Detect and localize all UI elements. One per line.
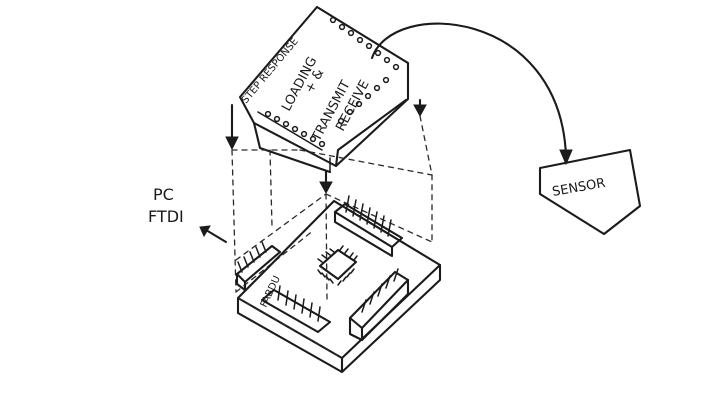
- shield-underside: [257, 111, 331, 173]
- ftdi-arrow: [204, 228, 228, 244]
- header-right: [348, 268, 410, 342]
- microchip: [317, 245, 358, 286]
- label-sensor: SENSOR: [551, 176, 607, 200]
- shield-board: [238, 5, 410, 174]
- base-front-edge: [236, 263, 442, 374]
- label-ftdi: FTDI: [148, 207, 184, 226]
- shield-edge: [252, 98, 408, 174]
- sensor-cable: [370, 22, 568, 158]
- sensor-cable-arrowhead: [559, 149, 573, 166]
- label-pc: PC: [153, 185, 174, 204]
- header-bottom: [260, 285, 332, 334]
- ftdi-arrowhead: [199, 225, 211, 238]
- header-top-right: [333, 195, 404, 258]
- header-ftdi: [235, 241, 282, 292]
- shield-header-holes: [264, 16, 400, 148]
- sensor-box: [538, 148, 642, 236]
- base-board: [236, 199, 442, 374]
- down-arrows: [225, 98, 427, 195]
